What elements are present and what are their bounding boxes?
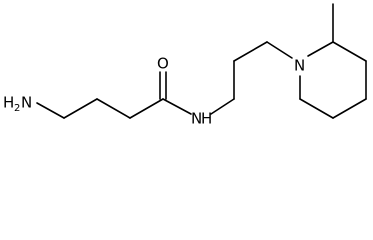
- bond-c7-ring-n: [266, 41, 293, 59]
- ring-bond-c4-c5: [332, 98, 367, 119]
- amine-label-h: H: [3, 94, 14, 112]
- ring-bond-c5-c6: [299, 98, 334, 119]
- chemical-structure-diagram: H 2 N O N H N: [3, 3, 367, 128]
- carbonyl-oxygen-label: O: [157, 55, 169, 73]
- ring-bond-n-c2: [307, 41, 334, 57]
- atom-labels: H 2 N O N H N: [3, 55, 305, 128]
- bond-c3-carbonyl: [129, 98, 164, 119]
- amine-label-subscript: 2: [14, 103, 20, 114]
- ring-nitrogen-label: N: [294, 57, 305, 75]
- amide-hydrogen-label: H: [201, 110, 212, 128]
- bond-group: [36, 41, 293, 119]
- ring-bond-c2-c3: [332, 41, 367, 62]
- bond-nh-c5: [210, 98, 235, 115]
- bond-amine-c1: [36, 102, 65, 119]
- amine-label-n: N: [21, 94, 32, 112]
- piperidine-ring: [299, 3, 367, 119]
- bond-c6-c7: [233, 41, 268, 62]
- bond-carbonyl-nh: [162, 98, 192, 115]
- structure-canvas: H 2 N O N H N: [3, 3, 367, 128]
- bond-c1-c2: [63, 98, 98, 119]
- bond-c2-c3: [96, 98, 131, 119]
- amide-nitrogen-label: N: [191, 110, 202, 128]
